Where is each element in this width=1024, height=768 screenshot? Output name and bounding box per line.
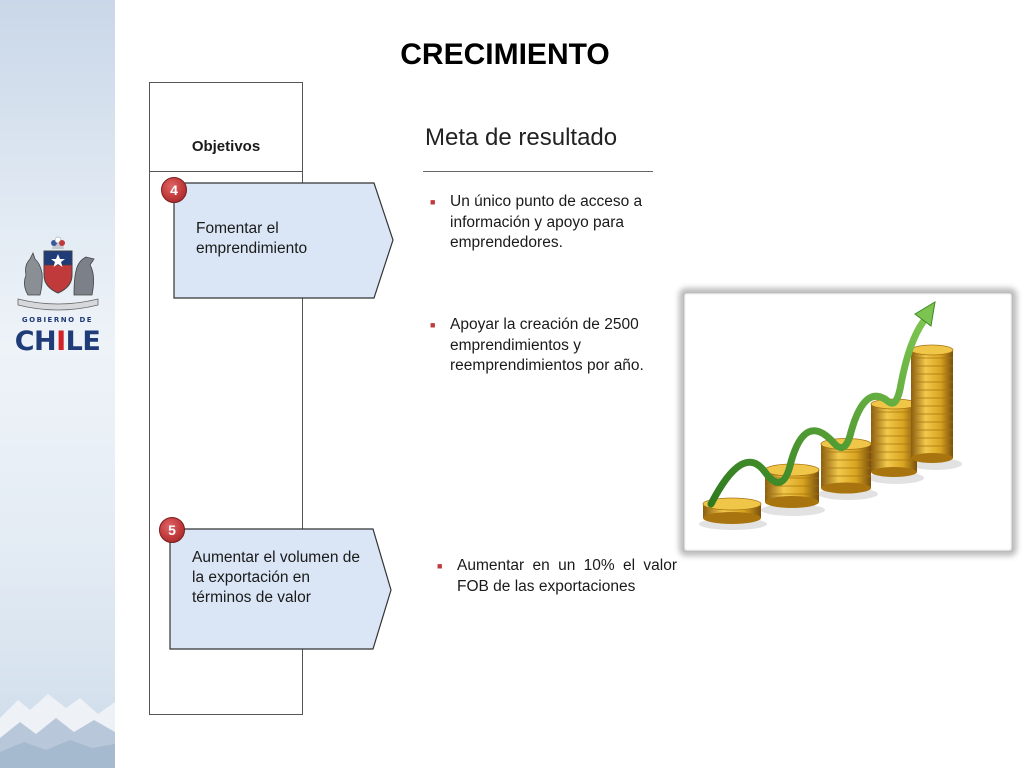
objective-5-badge: 5 [159,517,185,543]
result-text: Un único punto de acceso a información y… [450,193,643,251]
result-bullet: ■ Aumentar en un 10% el valor FOB de las… [437,556,677,597]
chile-coat-of-arms-icon [17,236,99,311]
results-header-underline [423,171,653,172]
snowy-mountain-decoration [0,694,115,768]
bullet-square-icon: ■ [437,561,443,571]
slide-title: CRECIMIENTO [400,38,610,71]
objective-5-chevron [169,528,392,650]
growth-coins-image [683,292,1013,552]
gobierno-label: GOBIERNO DE [21,316,94,324]
bullet-square-icon: ■ [430,197,436,207]
objective-4-text: Fomentar el emprendimiento [196,220,308,257]
column-header-divider [149,171,303,172]
coins-growth-arrow-icon [699,301,962,530]
results-header: Meta de resultado [425,124,618,151]
objective-5-text: Aumentar el volumen de la exportación en… [192,549,361,606]
objective-4-chevron [173,182,394,299]
decorative-sidebar: GOBIERNO DE CHILE [0,0,115,768]
objectives-header: Objetivos [191,138,261,155]
chile-logo-text: CHILE [14,326,101,357]
objectives-column [149,82,303,715]
objective-4-badge: 4 [161,177,187,203]
bullet-square-icon: ■ [430,320,436,330]
result-bullet: ■ Apoyar la creación de 2500 emprendimie… [430,315,660,377]
result-text: Apoyar la creación de 2500 emprendimient… [450,316,644,374]
result-bullet: ■ Un único punto de acceso a información… [430,192,660,254]
result-text: Aumentar en un 10% el valor FOB de las e… [457,557,677,595]
